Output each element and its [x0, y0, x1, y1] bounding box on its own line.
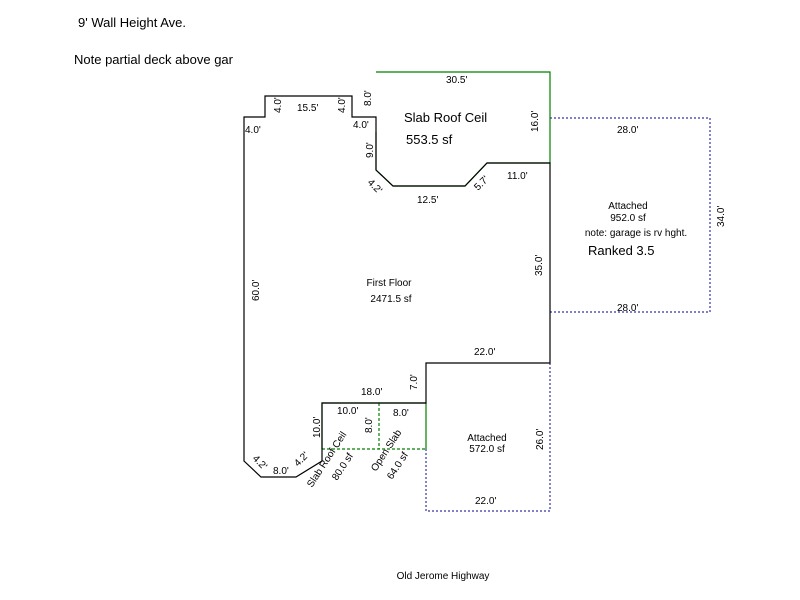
garage-south-area: 572.0 sf [469, 444, 505, 455]
garage-east-label: Attached [608, 201, 647, 212]
slab-roof-top-outline [375, 71, 551, 187]
deck-note: Note partial deck above gar [74, 52, 234, 67]
garage-south-outline [425, 363, 551, 512]
wall-height-note: 9' Wall Height Ave. [78, 15, 186, 30]
dim-h8a: 8.0' [393, 408, 409, 419]
first-floor-area: 2471.5 sf [370, 294, 411, 305]
dim-h10: 10.0' [337, 406, 358, 417]
garage-east-rank: Ranked 3.5 [588, 243, 655, 258]
dim-h22a: 22.0' [474, 347, 495, 358]
dim-right-4a: 4.0' [337, 97, 348, 113]
garage-south-label: Attached [467, 433, 506, 444]
dim-garage-34: 34.0' [716, 206, 727, 227]
dim-top-30-5: 30.5' [446, 75, 467, 86]
dim-h11: 11.0' [507, 171, 528, 182]
dim-v8b: 8.0' [364, 417, 375, 433]
dim-diag-5-7: 5.7' [472, 174, 491, 193]
road-label: Old Jerome Highway [397, 571, 490, 582]
dim-garage-28-bot: 28.0' [617, 303, 638, 314]
dim-h18: 18.0' [361, 387, 382, 398]
slab-roof-top-label: Slab Roof Ceil [404, 110, 487, 125]
dim-top-15-5: 15.5' [297, 103, 318, 114]
dim-v10: 10.0' [312, 417, 323, 438]
dim-h22b: 22.0' [475, 496, 496, 507]
dim-left-4a: 4.0' [273, 97, 284, 113]
dim-h4: 4.0' [353, 120, 369, 131]
first-floor-outline [243, 95, 551, 478]
dim-diag-4-2c: 4.2' [292, 450, 311, 469]
dim-v60: 60.0' [251, 280, 262, 301]
dim-v7: 7.0' [409, 374, 420, 390]
garage-east-note: note: garage is rv hght. [585, 228, 687, 239]
first-floor-label: First Floor [367, 278, 413, 289]
dim-left-4b: 4.0' [245, 125, 261, 136]
dim-h8b: 8.0' [273, 466, 289, 477]
dim-diag-4-2a: 4.2' [365, 177, 384, 196]
dim-v35: 35.0' [534, 255, 545, 276]
garage-east-area: 952.0 sf [610, 213, 646, 224]
dim-h12-5: 12.5' [417, 195, 438, 206]
dim-v9: 9.0' [365, 142, 376, 158]
garage-east-outline [550, 117, 711, 313]
dim-garage-28-top: 28.0' [617, 125, 638, 136]
dim-v8: 8.0' [363, 90, 374, 106]
dim-v26: 26.0' [535, 429, 546, 450]
slab-roof-top-area: 553.5 sf [406, 132, 453, 147]
dim-v16: 16.0' [530, 111, 541, 132]
